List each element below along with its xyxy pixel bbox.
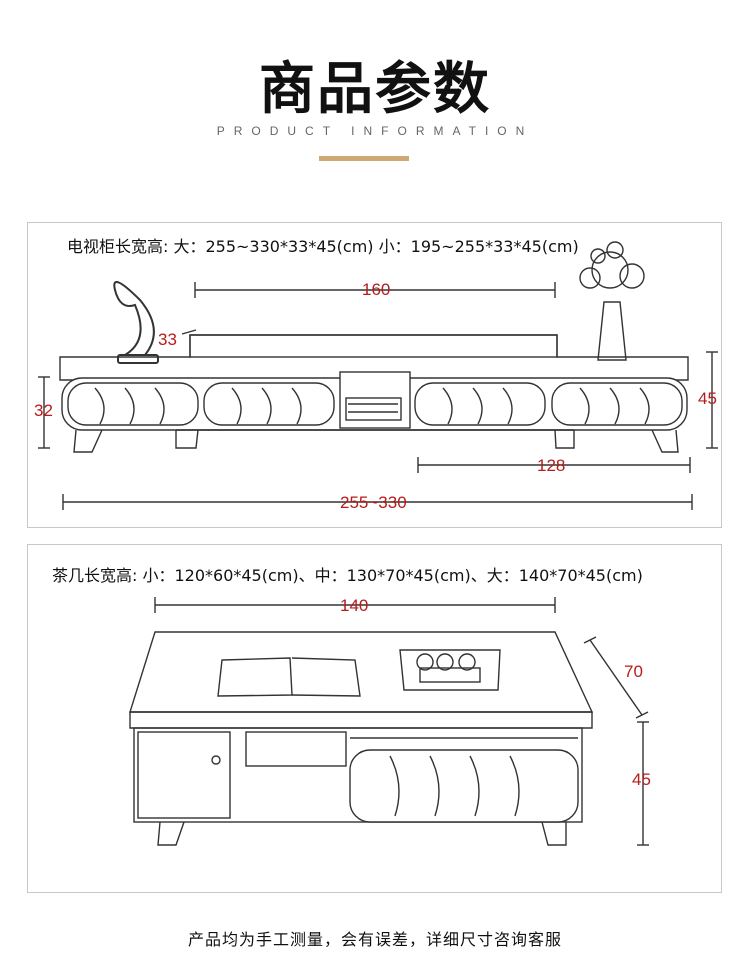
tea-tray-prop <box>399 649 501 691</box>
dim-line-height <box>637 721 649 846</box>
coffee-table-spec: 茶几长宽高: 小：120*60*45(cm)、中：130*70*45(cm)、大… <box>52 566 643 585</box>
dim-line-depth <box>181 329 197 335</box>
dim-total-length: 255~330 <box>340 493 407 512</box>
dim-height: 45 <box>632 770 651 789</box>
coffee-table-body <box>129 631 594 846</box>
dim-line-length <box>154 597 556 613</box>
tv-cabinet-spec: 电视柜长宽高: 大：255~330*33*45(cm) 小：195~255*33… <box>67 237 579 256</box>
dim-top-width: 160 <box>362 280 391 299</box>
dim-width: 70 <box>624 662 643 681</box>
coffee-table-panel <box>27 544 722 893</box>
page-title: 商品参数 <box>259 57 491 122</box>
dim-line-side-height <box>38 376 50 449</box>
dim-line-total-height <box>706 351 718 449</box>
tv-cabinet-body <box>59 334 689 453</box>
page-subtitle: PRODUCT INFORMATION <box>216 124 534 138</box>
flower-vase <box>579 241 645 361</box>
dim-length: 140 <box>340 596 369 615</box>
book-prop <box>217 657 361 697</box>
dim-line-drawer-width <box>417 457 691 473</box>
dim-line-total-length <box>62 494 693 510</box>
dim-total-height: 45 <box>698 389 717 408</box>
dim-side-height: 32 <box>34 401 53 420</box>
dim-depth: 33 <box>158 330 177 349</box>
dim-line-top-width <box>194 282 556 298</box>
title-underline <box>319 156 409 161</box>
dim-line-width <box>583 636 649 719</box>
measurement-note: 产品均为手工测量，会有误差，详细尺寸咨询客服 <box>187 930 562 949</box>
swan-ornament <box>113 281 159 364</box>
dim-drawer-width: 128 <box>537 456 566 475</box>
